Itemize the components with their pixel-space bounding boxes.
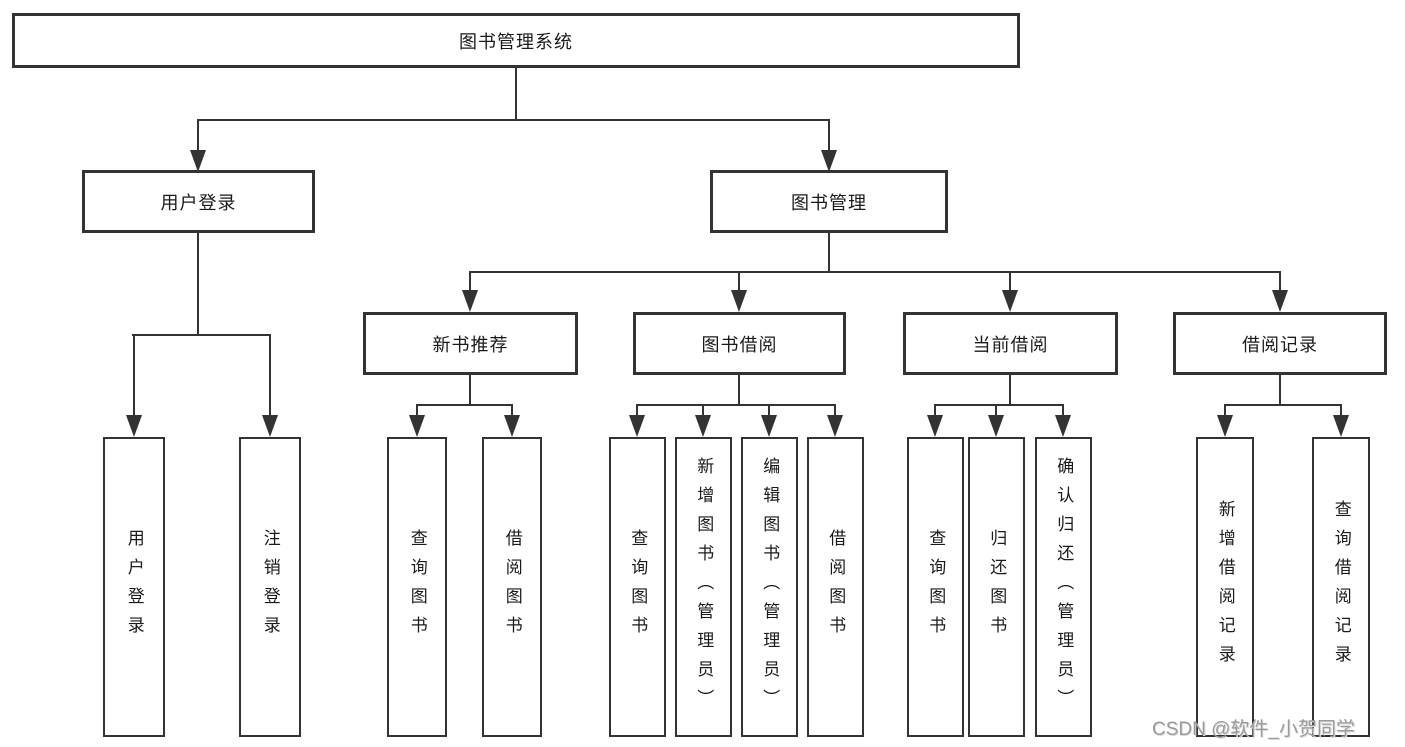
leaf-newbook-query-books-label: 查询图书 xyxy=(407,529,427,645)
leaf-user-login-label: 用户登录 xyxy=(124,529,144,645)
connector-level3-branch xyxy=(469,271,1281,273)
connector-drop-current-borrow xyxy=(1009,271,1011,293)
node-book-borrowing: 图书借阅 xyxy=(633,312,846,375)
arrowhead-g3-leaf2 xyxy=(988,415,1004,437)
connector-borrow-records-branch xyxy=(1224,404,1342,406)
node-current-borrowing-label: 当前借阅 xyxy=(972,334,1049,355)
connector-current-borrow-branch xyxy=(934,404,1064,406)
node-book-management-label: 图书管理 xyxy=(791,192,867,213)
connector-root-stem xyxy=(515,66,517,121)
leaf-current-query-books: 查询图书 xyxy=(907,437,964,737)
leaf-add-books-admin-label: 新增图书（管理员） xyxy=(694,456,714,718)
leaf-confirm-return-admin: 确认归还（管理员） xyxy=(1035,437,1092,737)
connector-drop-user-login xyxy=(197,119,199,155)
connector-borrow-records-stem xyxy=(1279,375,1281,406)
leaf-edit-books-admin-label: 编辑图书（管理员） xyxy=(760,456,780,718)
connector-drop-leaf-logout xyxy=(269,334,271,418)
connector-drop-g2-leaf4 xyxy=(834,404,836,418)
leaf-confirm-return-admin-label: 确认归还（管理员） xyxy=(1054,456,1074,718)
connector-drop-book-borrow xyxy=(738,271,740,293)
connector-book-borrow-branch xyxy=(636,404,836,406)
node-new-book-recommendation: 新书推荐 xyxy=(363,312,578,375)
csdn-watermark: CSDN @软件_小贺同学 xyxy=(1152,719,1355,740)
connector-drop-g3-leaf3 xyxy=(1062,404,1064,418)
connector-book-management-stem xyxy=(828,233,830,273)
node-borrowing-records-label: 借阅记录 xyxy=(1242,334,1318,355)
root-node-library-system: 图书管理系统 xyxy=(12,13,1020,68)
arrowhead-g4-leaf1 xyxy=(1217,415,1233,437)
arrowhead-book-management xyxy=(821,150,837,172)
connector-drop-g1-leaf1 xyxy=(416,404,418,418)
arrowhead-book-borrow xyxy=(731,290,747,312)
node-borrowing-records: 借阅记录 xyxy=(1173,312,1387,375)
leaf-borrowing-borrow-books-label: 借阅图书 xyxy=(826,529,846,645)
root-node-label: 图书管理系统 xyxy=(459,31,573,52)
node-current-borrowing: 当前借阅 xyxy=(903,312,1118,375)
arrowhead-new-book xyxy=(462,290,478,312)
arrowhead-g1-leaf2 xyxy=(504,415,520,437)
arrowhead-current-borrow xyxy=(1002,290,1018,312)
connector-drop-g1-leaf2 xyxy=(511,404,513,418)
arrowhead-g2-leaf3 xyxy=(761,415,777,437)
leaf-query-borrow-record: 查询借阅记录 xyxy=(1312,437,1370,737)
leaf-return-books: 归还图书 xyxy=(968,437,1025,737)
arrowhead-g4-leaf2 xyxy=(1333,415,1349,437)
leaf-query-borrow-record-label: 查询借阅记录 xyxy=(1331,500,1351,674)
arrowhead-leaf-logout xyxy=(262,415,278,437)
arrowhead-g2-leaf2 xyxy=(695,415,711,437)
connector-drop-borrow-records xyxy=(1279,271,1281,293)
leaf-newbook-borrow-books: 借阅图书 xyxy=(482,437,542,737)
connector-new-book-branch xyxy=(416,404,513,406)
leaf-add-borrow-record: 新增借阅记录 xyxy=(1196,437,1254,737)
node-book-management: 图书管理 xyxy=(710,170,948,233)
connector-drop-book-management xyxy=(828,119,830,155)
connector-new-book-stem xyxy=(469,375,471,406)
connector-drop-leaf-user-login xyxy=(133,334,135,418)
connector-drop-g2-leaf3 xyxy=(768,404,770,418)
leaf-newbook-borrow-books-label: 借阅图书 xyxy=(502,529,522,645)
connector-drop-g3-leaf2 xyxy=(995,404,997,418)
arrowhead-leaf-user-login xyxy=(126,415,142,437)
node-new-book-recommendation-label: 新书推荐 xyxy=(432,334,509,355)
connector-drop-g4-leaf1 xyxy=(1224,404,1226,418)
leaf-user-login: 用户登录 xyxy=(103,437,165,737)
node-user-login: 用户登录 xyxy=(82,170,315,233)
arrowhead-user-login xyxy=(190,150,206,172)
arrowhead-g2-leaf1 xyxy=(629,415,645,437)
arrowhead-g1-leaf1 xyxy=(409,415,425,437)
leaf-borrowing-query-books-label: 查询图书 xyxy=(628,529,648,645)
arrowhead-g2-leaf4 xyxy=(827,415,843,437)
connector-drop-g2-leaf2 xyxy=(702,404,704,418)
connector-user-login-stem xyxy=(197,233,199,336)
leaf-add-books-admin: 新增图书（管理员） xyxy=(675,437,732,737)
leaf-newbook-query-books: 查询图书 xyxy=(387,437,447,737)
leaf-add-borrow-record-label: 新增借阅记录 xyxy=(1215,500,1235,674)
leaf-borrowing-borrow-books: 借阅图书 xyxy=(807,437,864,737)
leaf-return-books-label: 归还图书 xyxy=(987,529,1007,645)
connector-drop-g3-leaf1 xyxy=(934,404,936,418)
node-book-borrowing-label: 图书借阅 xyxy=(701,334,778,355)
node-user-login-label: 用户登录 xyxy=(160,192,237,213)
connector-drop-g2-leaf1 xyxy=(636,404,638,418)
arrowhead-g3-leaf1 xyxy=(927,415,943,437)
connector-drop-g4-leaf2 xyxy=(1340,404,1342,418)
leaf-edit-books-admin: 编辑图书（管理员） xyxy=(741,437,798,737)
leaf-logout: 注销登录 xyxy=(239,437,301,737)
leaf-current-query-books-label: 查询图书 xyxy=(926,529,946,645)
leaf-logout-label: 注销登录 xyxy=(260,529,280,645)
connector-book-borrow-stem xyxy=(738,375,740,406)
connector-drop-new-book xyxy=(469,271,471,293)
arrowhead-borrow-records xyxy=(1272,290,1288,312)
connector-current-borrow-stem xyxy=(1009,375,1011,406)
arrowhead-g3-leaf3 xyxy=(1055,415,1071,437)
leaf-borrowing-query-books: 查询图书 xyxy=(609,437,666,737)
connector-user-login-branch xyxy=(132,334,271,336)
connector-level2-branch xyxy=(197,119,830,121)
